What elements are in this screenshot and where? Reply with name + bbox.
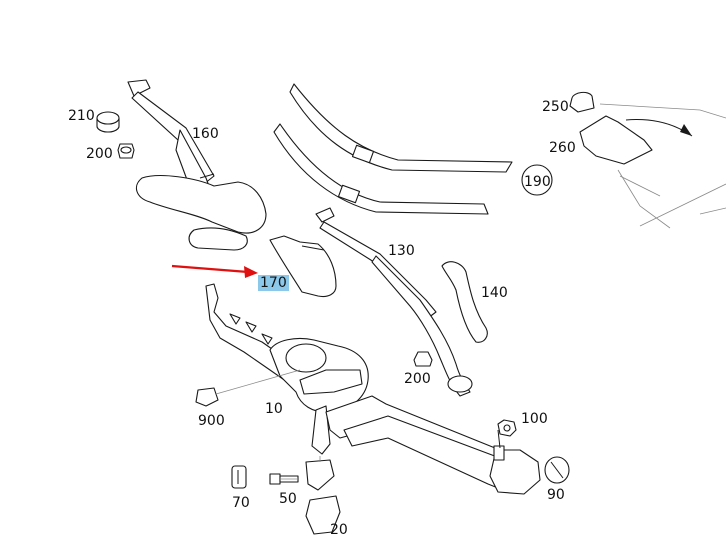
clip-900[interactable] xyxy=(195,369,301,407)
cover-140[interactable] xyxy=(441,261,488,343)
label-10[interactable]: 10 xyxy=(265,401,283,417)
highlight-arrow xyxy=(171,264,258,278)
label-900[interactable]: 900 xyxy=(198,413,225,429)
wiper-blade-190[interactable] xyxy=(273,83,553,215)
label-260[interactable]: 260 xyxy=(549,140,576,156)
label-140[interactable]: 140 xyxy=(481,285,508,301)
wiper-arm-160[interactable] xyxy=(127,79,267,251)
nut-200-lower[interactable] xyxy=(413,351,433,367)
nut-200-upper[interactable] xyxy=(117,143,135,159)
label-50[interactable]: 50 xyxy=(279,491,297,507)
label-190[interactable]: 190 xyxy=(524,174,551,190)
grommet-70[interactable] xyxy=(231,465,247,489)
bracket-20[interactable] xyxy=(305,456,341,535)
label-200-upper[interactable]: 200 xyxy=(86,146,113,162)
label-100[interactable]: 100 xyxy=(521,411,548,427)
wiper-linkage-10[interactable] xyxy=(205,283,541,495)
label-130[interactable]: 130 xyxy=(388,243,415,259)
label-250[interactable]: 250 xyxy=(542,99,569,115)
label-70[interactable]: 70 xyxy=(232,495,250,511)
grommet-90[interactable] xyxy=(544,456,570,484)
wiper-arm-130[interactable] xyxy=(315,207,473,397)
label-20[interactable]: 20 xyxy=(330,522,348,538)
cap-210[interactable] xyxy=(96,111,120,133)
label-170[interactable]: 170 xyxy=(258,275,289,291)
label-200-lower[interactable]: 200 xyxy=(404,371,431,387)
inset-250-260[interactable] xyxy=(569,91,726,229)
label-90[interactable]: 90 xyxy=(547,487,565,503)
cap-170[interactable] xyxy=(269,235,337,298)
label-160[interactable]: 160 xyxy=(192,126,219,142)
nut-100[interactable] xyxy=(497,419,517,437)
label-210[interactable]: 210 xyxy=(68,108,95,124)
bolt-50[interactable] xyxy=(269,473,299,485)
